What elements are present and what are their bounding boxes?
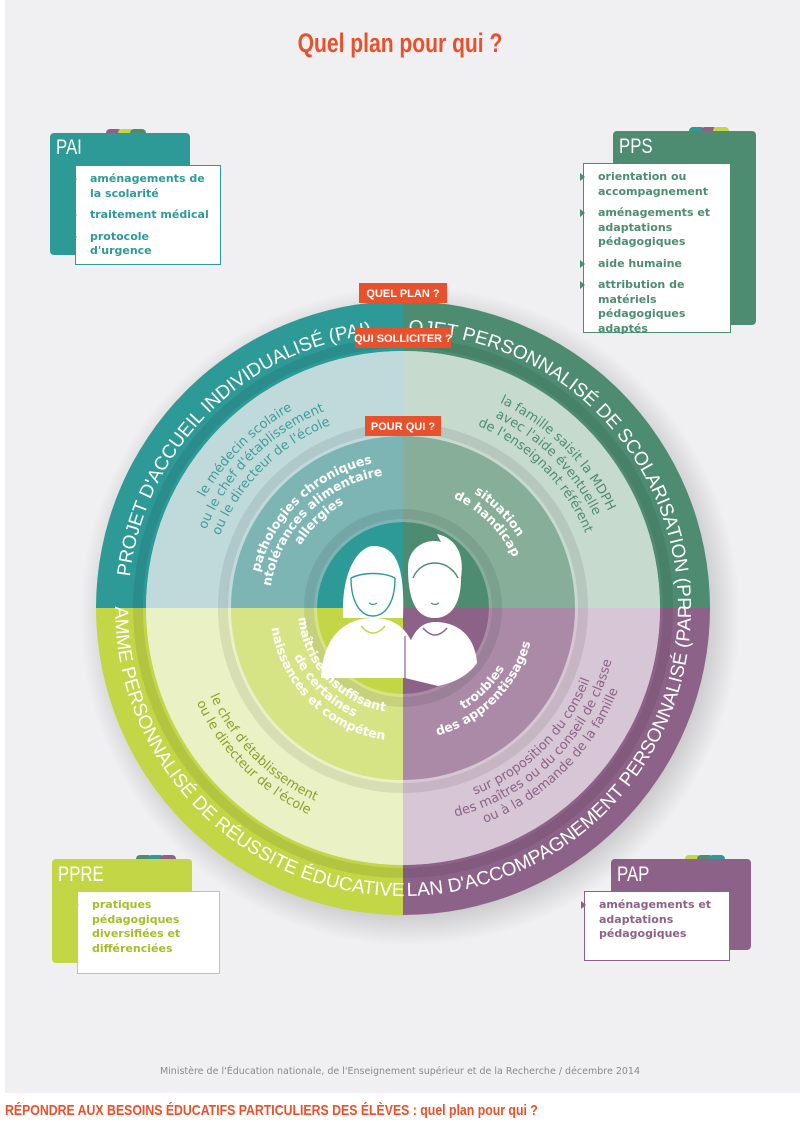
pap-who-ring-segment [403,608,660,865]
ppre-label: PPRE [58,863,104,886]
boy-body-icon [405,622,477,686]
measure-item: aménagements et adaptations pédagogiques [581,898,721,942]
pap-plan-ring-segment [403,608,710,915]
ring-shadow [304,509,502,707]
ppre-plan-ring-segment [96,608,403,915]
bullet-arrow-icon [580,209,585,217]
children-illustration [321,534,477,686]
badge-background [355,328,451,348]
pap-target-ring-segment [403,608,575,780]
badge-text: POUR QUI ? [371,421,435,433]
girl-collar [360,625,386,634]
measure-item: aménagements de la scolarité [72,172,212,201]
pai-card: PAI aménagements de la scolarité traiteme… [50,129,221,269]
bullet-arrow-icon [580,281,585,289]
ppre-target-ring-segment [231,608,403,780]
pai-measures: aménagements de la scolarité traitement m… [72,165,221,265]
measure-item: attribution de matériels pédagogiques ad… [580,278,722,336]
girl-hair-icon [342,546,404,618]
bullet-arrow-icon [72,232,77,241]
bullet-arrow-icon [74,901,79,909]
badge-who-to-ask: QUI SOLLICITER ? [354,328,452,348]
pai-label: PAI [56,136,82,159]
badge-background [359,283,447,303]
boy-head-icon [408,534,462,618]
bullet-arrow-icon [72,211,77,219]
pps-target-ring-segment [403,436,575,608]
pps-card: PPS orientation ou accompagnement aménage… [580,127,758,337]
bullet-arrow-icon [581,901,586,909]
pap-measures: aménagements et adaptations pédagogiques [581,891,730,961]
pap-label: PAP [617,863,650,886]
credit-line: Ministère de l'Éducation nationale, de l… [159,1066,641,1077]
girl-body-icon [321,618,418,678]
bottom-title: RÉPONDRE AUX BESOINS ÉDUCATIFS PARTICULI… [5,1102,538,1119]
measure-item: traitement médical [72,208,212,223]
badge-text: QUI SOLLICITER ? [354,333,452,345]
badge-background [365,416,441,436]
pps-who-ring-segment [403,351,660,608]
bullet-arrow-icon [72,175,77,183]
pai-who-ring-segment [146,351,403,608]
badge-for-whom: POUR QUI ? [365,416,441,436]
page-title: Quel plan pour qui ? [297,28,503,58]
girl-face-outline [350,577,396,617]
measure-item: pratiques pédagogiques diversifiées et d… [74,898,211,956]
bullet-arrow-icon [580,259,585,268]
badge-text: QUEL PLAN ? [366,288,439,300]
boy-collar [422,627,448,636]
pai-target-ring-segment [231,436,403,608]
pap-card: PAP aménagements et adaptations pédagogi… [581,855,754,965]
ppre-who-ring-segment [146,608,403,865]
ppre-card: PPRE pratiques pédagogiques diversifiées… [52,855,222,980]
pps-measures: orientation ou accompagnement aménagement… [580,163,731,336]
girl-fringe-line [350,572,396,579]
measure-item: orientation ou accompagnement [580,170,722,199]
measure-item: protocole d'urgence [72,230,212,259]
boy-hairline [412,562,459,579]
measure-item: aménagements et adaptations pédagogiques [580,206,722,250]
pps-label: PPS [619,135,653,158]
badge-plan: QUEL PLAN ? [359,283,447,303]
ppre-measures: pratiques pédagogiques diversifiées et d… [74,891,220,974]
girl-smile [368,602,378,606]
bullet-arrow-icon [580,173,585,181]
boy-smile [430,602,440,606]
measure-item: aide humaine [580,257,722,272]
